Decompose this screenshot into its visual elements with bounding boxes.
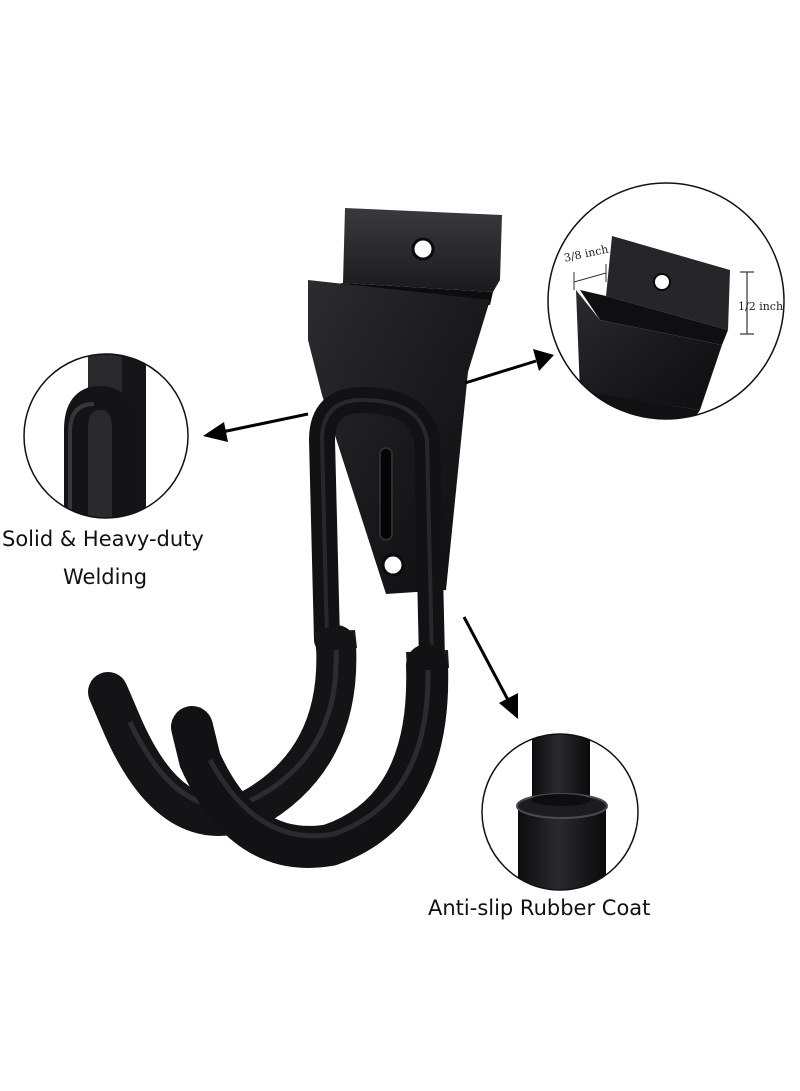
- bracket-top-hole: [411, 237, 435, 261]
- welding-caption-line2: Welding: [63, 565, 148, 589]
- arrow-to-rubber-icon: [462, 616, 518, 719]
- arrow-to-welding-icon: [203, 412, 309, 442]
- zoom-circle-rubber: [481, 733, 639, 891]
- rubber-coat-caption: Anti-slip Rubber Coat: [428, 896, 651, 920]
- pointer-arrows: [203, 349, 554, 719]
- hook-arm-right: [171, 644, 449, 868]
- zoom-circle-bracket: [547, 182, 785, 420]
- bracket-bottom-hole: [381, 553, 405, 577]
- welding-caption-line1: Solid & Heavy-duty: [2, 527, 204, 551]
- slatwall-hook: [88, 208, 502, 868]
- height-dimension-label: 1/2 inch: [738, 300, 784, 313]
- zoom-circle-welding: [23, 353, 189, 519]
- arrow-to-bracket-icon: [464, 349, 554, 385]
- bracket-back-plate: [308, 280, 490, 594]
